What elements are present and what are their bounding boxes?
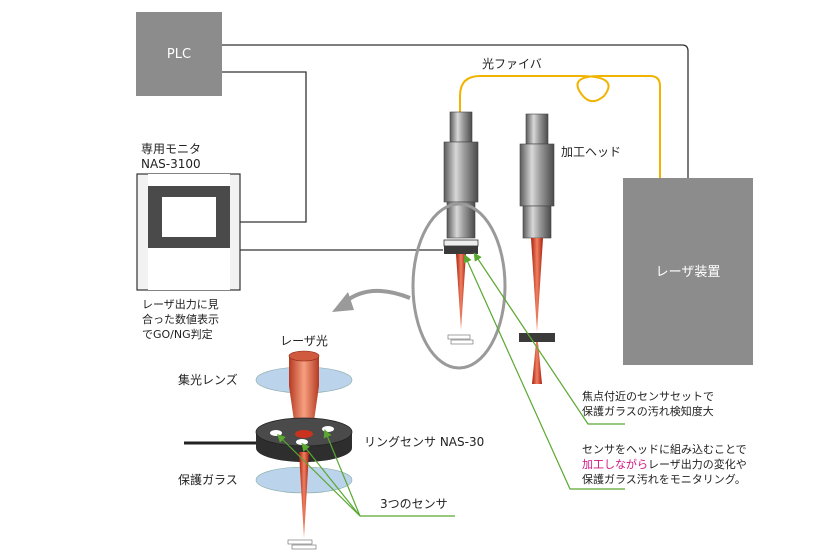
laser-light-label: レーザ光 (280, 334, 328, 348)
cable-plc-monitor (222, 71, 307, 223)
note2-line1: センサをヘッドに組み込むことで (582, 443, 747, 456)
lens-label: 集光レンズ (178, 372, 238, 387)
pointer-note2 (463, 254, 625, 490)
zoom-arrow (343, 288, 411, 304)
sensor-hole-2 (322, 426, 334, 432)
monitor-title-1: 専用モニタ (141, 142, 201, 156)
zoom-arrow-head (332, 292, 354, 312)
head-label: 加工ヘッド (561, 145, 621, 159)
cable-plc-laser (222, 44, 689, 178)
processing-head-left (443, 111, 479, 345)
note2-line2: 加工しながらレーザ出力の変化や (582, 457, 747, 471)
cables (222, 44, 689, 251)
sensor-highlight-ellipse (411, 202, 507, 370)
protective-glass-label: 保護ガラス (178, 472, 238, 487)
pointer-note1 (473, 252, 625, 425)
laser-device-box[interactable]: レーザ装置 (623, 178, 753, 365)
monitor-device[interactable] (136, 173, 241, 291)
three-sensors-label: 3つのセンサ (380, 497, 448, 511)
optical-fiber (459, 75, 661, 178)
note2-line2-rest: レーザ出力の変化や (648, 457, 747, 471)
fiber-label: 光ファイバ (482, 57, 542, 71)
note1-line1: 焦点付近のセンサセットで (582, 390, 714, 403)
monitor-title-2: NAS-3100 (141, 157, 201, 171)
laser-device-label: レーザ装置 (656, 265, 721, 280)
note2-highlight: 加工しながら (582, 457, 648, 471)
monitor-screen (162, 197, 216, 237)
plc-label: PLC (167, 47, 191, 62)
processing-head-right (519, 113, 555, 384)
note1-line2: 保護ガラスの汚れ検知度大 (582, 404, 714, 418)
plc-box[interactable]: PLC (136, 12, 222, 96)
sensor-hole-3 (296, 439, 308, 445)
note2-line3: 保護ガラス汚れをモニタリング。 (582, 472, 746, 486)
ring-sensor-label: リングセンサ NAS-30 (364, 435, 484, 449)
ring-sensor-detail: レーザ光 (184, 334, 353, 550)
green-pointers (277, 252, 625, 517)
monitor-caption-1: レーザ出力に見 (142, 297, 219, 311)
sensor-hole-1 (270, 430, 282, 436)
monitor-caption-2: 合った数値表示 (142, 312, 219, 326)
monitor-caption-3: でGO/NG判定 (142, 327, 213, 341)
